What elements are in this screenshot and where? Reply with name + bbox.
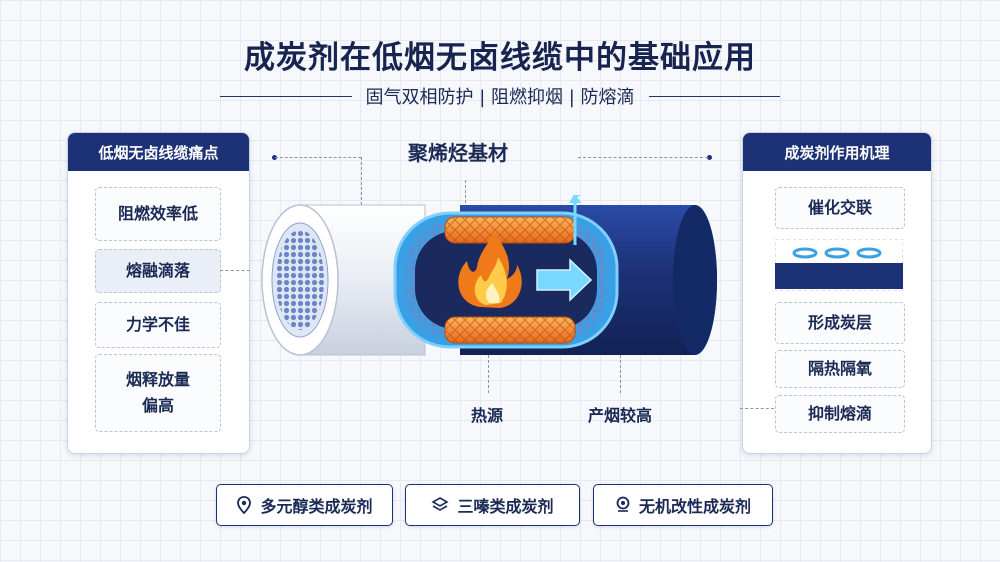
pain-point-item: 熔融滴落 [95, 249, 221, 293]
connector-line [740, 408, 774, 409]
inorganic-char-agent-button[interactable]: 无机改性成炭剂 [593, 484, 773, 526]
high-smoke-label: 产烟较高 [588, 406, 653, 425]
connector-dot [707, 155, 712, 160]
subtitle-right-rule [648, 95, 781, 97]
mechanism-item: 催化交联 [775, 187, 905, 229]
button-label: 无机改性成炭剂 [638, 497, 751, 516]
mechanism-item: 形成炭层 [775, 302, 905, 344]
page-title: 成炭剂在低烟无卤线缆中的基础应用 [244, 40, 756, 76]
connector-line [488, 355, 489, 393]
connector-line [220, 270, 250, 271]
smoke-up-arrow-icon [573, 195, 580, 245]
pain-point-item: 力学不佳 [95, 302, 221, 348]
connector-line [275, 157, 361, 158]
triazine-char-agent-button[interactable]: 三嗪类成炭剂 [405, 484, 580, 526]
connector-line [620, 345, 621, 393]
pain-points-header: 低烟无卤线缆痛点 [68, 133, 249, 171]
subtitle-left-rule [220, 95, 352, 97]
mechanism-item: 抑制熔滴 [775, 395, 905, 433]
cable-conductor-strands [276, 230, 324, 330]
polyolefin-label: 聚烯烃基材 [408, 141, 508, 165]
mechanism-header: 成炭剂作用机理 [743, 133, 931, 171]
heat-flow-arrow-icon [536, 258, 593, 302]
button-label: 三嗪类成炭剂 [457, 497, 554, 516]
char-layer-bar [775, 263, 903, 289]
pain-point-item: 烟释放量 偏高 [95, 354, 221, 432]
cable-cross-section-diagram [261, 195, 717, 356]
target-pin-icon [616, 496, 630, 512]
subtitle-row: 固气双相防护 | 阻燃抑烟 | 防熔滴 [220, 82, 781, 110]
polyol-char-agent-button[interactable]: 多元醇类成炭剂 [216, 484, 393, 526]
bubble-icon [856, 247, 882, 259]
mechanism-item: 隔热隔氧 [775, 350, 905, 388]
bubble-icon [792, 247, 818, 259]
layers-icon [431, 497, 450, 511]
pain-point-item: 阻燃效率低 [95, 187, 221, 241]
flame-icon [458, 231, 522, 308]
connector-line [465, 180, 466, 218]
heat-source-label: 热源 [471, 406, 504, 425]
bubble-icon [824, 247, 850, 259]
location-pin-icon [237, 496, 252, 514]
connector-line [361, 157, 362, 215]
cable-navy-end [673, 205, 717, 355]
connector-dot [272, 155, 277, 160]
connector-line [578, 157, 708, 158]
page-subtitle: 固气双相防护 | 阻燃抑烟 | 防熔滴 [365, 87, 635, 108]
button-label: 多元醇类成炭剂 [260, 497, 373, 516]
char-layer-illustration [775, 239, 903, 291]
